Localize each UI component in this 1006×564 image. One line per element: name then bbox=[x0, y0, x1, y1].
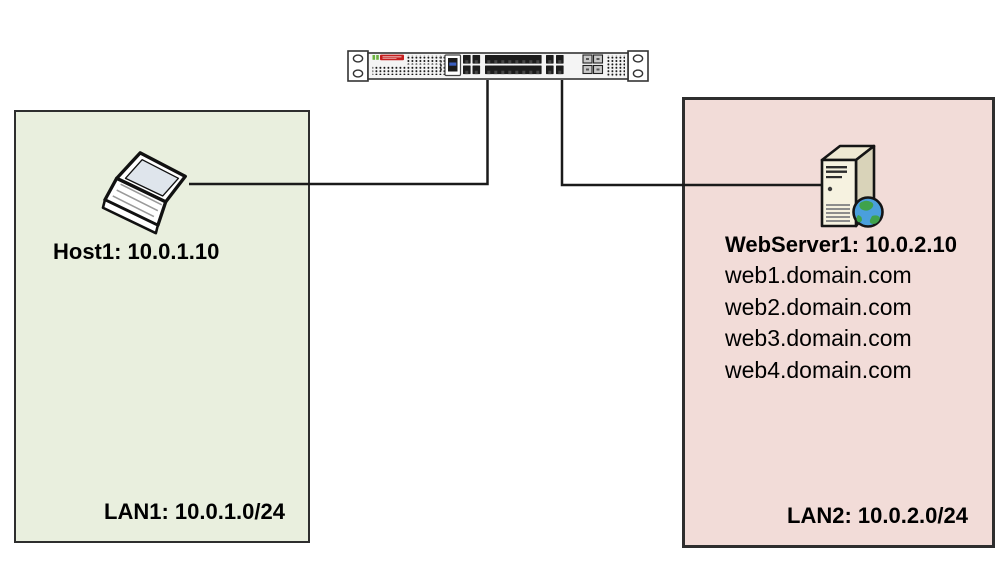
fortinet-logo bbox=[372, 54, 404, 61]
rack-ear-left bbox=[347, 50, 369, 82]
vent-grille bbox=[372, 66, 451, 75]
web-server-globe-icon bbox=[816, 142, 894, 239]
laptop-keys bbox=[112, 183, 163, 218]
lan2-subnet-label: LAN2: 10.0.2.0/24 bbox=[787, 503, 968, 528]
laptop-front-edge bbox=[101, 198, 160, 235]
domain-entry: web4.domain.com bbox=[725, 356, 912, 383]
webserver1-domain-list: web1.domain.com web2.domain.com web3.dom… bbox=[725, 260, 912, 386]
vent-grille bbox=[606, 55, 625, 77]
globe-icon bbox=[852, 196, 884, 228]
status-leds bbox=[440, 56, 442, 71]
domain-entry: web3.domain.com bbox=[725, 325, 912, 351]
fortinet-rack-appliance-icon bbox=[347, 46, 649, 91]
server-power-button bbox=[827, 186, 833, 192]
laptop-screen bbox=[124, 159, 180, 197]
host1-label: Host1: 10.0.1.10 bbox=[53, 239, 220, 264]
vent-grille bbox=[407, 55, 451, 65]
rack-ear-right bbox=[627, 50, 649, 82]
server-drive-bays bbox=[826, 166, 847, 179]
lan1-subnet-label: LAN1: 10.0.1.0/24 bbox=[104, 499, 285, 524]
server-vents bbox=[826, 204, 850, 222]
laptop-icon bbox=[101, 146, 199, 247]
webserver1-label: WebServer1: 10.0.2.10 bbox=[725, 232, 957, 257]
domain-entry: web1.domain.com bbox=[725, 262, 912, 288]
domain-entry: web2.domain.com bbox=[725, 293, 912, 320]
console-port bbox=[444, 54, 462, 77]
sfp-module-block bbox=[582, 54, 604, 75]
